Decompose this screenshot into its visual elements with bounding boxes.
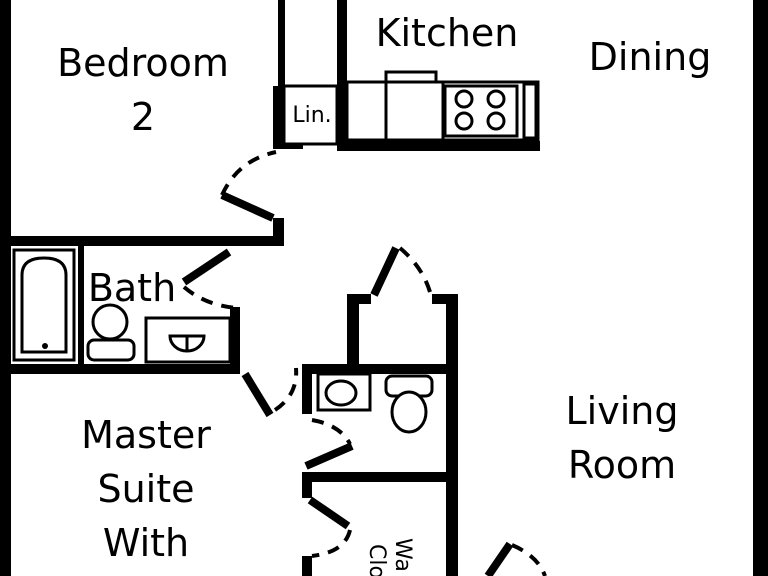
drain-icon: [42, 343, 48, 349]
master-suite-label-line2: Suite: [97, 467, 194, 511]
bedroom2-south-wall: [0, 236, 284, 246]
bedroom2-door-leaf: [220, 191, 275, 222]
master-bath-door-swing: [311, 418, 352, 446]
closet-west-jamb: [302, 472, 312, 498]
entry-door-swing: [511, 543, 547, 576]
master-sink-icon: [324, 379, 358, 407]
counter-end: [522, 82, 538, 140]
closet-west-wall-lower: [302, 556, 312, 576]
hall-closet-door-swing: [398, 246, 434, 301]
toilet-bowl: [91, 303, 129, 341]
master-suite-label-line3: With: [103, 521, 189, 565]
master-bath-north-wall: [302, 364, 452, 374]
bedroom2-label: Bedroom: [57, 41, 229, 85]
linen-west-wall: [273, 86, 285, 148]
hall-closet-west-wall: [347, 294, 359, 372]
dining-label: Dining: [589, 35, 712, 79]
kitchen-counter-bottom-wall: [337, 141, 540, 151]
room-labels: Bedroom 2 Kitchen Dining Lin. Bath Livin…: [57, 11, 711, 576]
walk-in-closet-label-line2: Clo: [364, 544, 389, 576]
bath-door-leaf: [181, 248, 232, 286]
walk-in-closet-label: Wa: [390, 538, 415, 572]
master-door-swing: [273, 367, 299, 412]
master-suite-label: Master: [81, 413, 211, 457]
master-bath-west-wall-upper: [302, 364, 312, 414]
bedroom2-east-wall-upper: [278, 0, 285, 86]
living-room-label-line2: Room: [568, 443, 676, 487]
linen-closet: [282, 84, 339, 146]
left-outer-wall: [0, 0, 11, 576]
closet-door-leaf: [307, 496, 351, 530]
entry-door-leaf: [484, 541, 514, 576]
burner-icon: [454, 111, 474, 131]
hall-closet-door-leaf: [370, 246, 400, 297]
linen-label: Lin.: [292, 103, 331, 128]
kitchen-fixtures: [282, 70, 540, 146]
bedroom2-door-swing: [220, 150, 277, 196]
living-room-label: Living: [566, 389, 679, 433]
doors: [181, 150, 547, 576]
bath-door-swing: [182, 285, 237, 310]
hall-closet-west-stub: [347, 294, 371, 304]
bathtub-basin: [20, 256, 68, 354]
kitchen-sink-lip: [384, 70, 438, 84]
bath-fixtures: [12, 248, 232, 364]
master-bath-door-leaf: [304, 442, 354, 470]
burner-icon: [454, 89, 474, 109]
bedroom2-door-jamb: [273, 218, 284, 246]
burner-icon: [486, 111, 506, 131]
bath-south-wall: [0, 364, 240, 374]
range: [443, 84, 519, 138]
bedroom2-number-label: 2: [131, 95, 155, 139]
master-door-leaf: [241, 371, 274, 418]
burner-icon: [486, 89, 506, 109]
kitchen-west-wall: [337, 0, 347, 150]
closet-north-wall: [302, 472, 452, 482]
linen-bottom-left-wall: [273, 143, 303, 149]
toilet-tank: [86, 338, 136, 362]
right-outer-wall: [753, 0, 768, 576]
bath-east-wall: [230, 307, 240, 374]
master-bath-fixtures: [316, 372, 434, 434]
bath-label: Bath: [88, 266, 176, 310]
closet-door-swing: [311, 529, 352, 558]
kitchen-label: Kitchen: [376, 11, 519, 55]
tub-partition-wall: [78, 246, 84, 366]
hall-closet-east-stub: [432, 294, 458, 304]
master-toilet-bowl: [390, 390, 428, 434]
master-bath-east-wall: [446, 294, 458, 576]
